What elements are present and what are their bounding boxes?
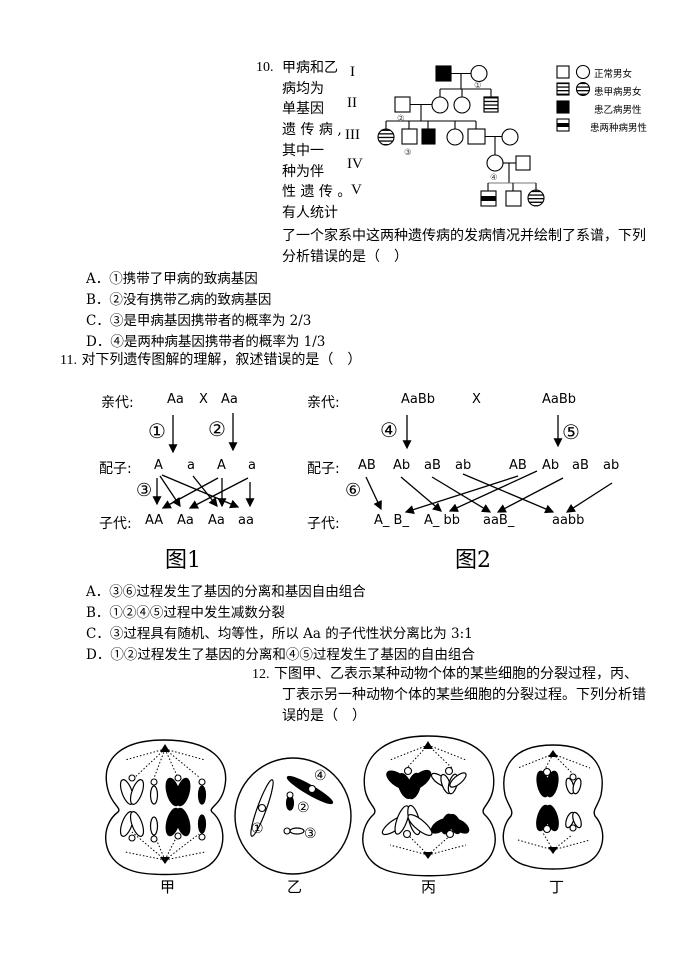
q12-stem-line-1: 12. 下图甲、乙表示某种动物个体的某些细胞的分裂过程，丙、	[252, 666, 638, 682]
fig1-gamete: A	[154, 458, 163, 473]
pedigree-legend	[556, 64, 591, 132]
svg-text:③: ③	[404, 148, 412, 158]
q10-option-a[interactable]: A．①携带了甲病的致病基因	[86, 271, 258, 287]
generation-label-5: V	[351, 182, 362, 198]
figure-2-caption: 图2	[455, 548, 491, 573]
fig1-gamete: a	[248, 458, 256, 473]
figure-1-caption: 图1	[165, 548, 201, 573]
q11-option-b[interactable]: B．①②④⑤过程中发生减数分裂	[86, 605, 285, 621]
fig1-offspring: Aa	[208, 513, 225, 528]
svg-text:②: ②	[297, 800, 310, 816]
svg-text:④: ④	[490, 173, 498, 183]
cell-label-ding: 丁	[549, 878, 565, 896]
svg-text:⑥: ⑥	[345, 480, 361, 501]
q10-number: 10.	[256, 60, 274, 75]
q11-stem: 11. 对下列遗传图解的理解，叙述错误的是（ ）	[60, 352, 362, 368]
q11-option-d[interactable]: D．①②过程发生了基因的分离和④⑤过程发生了基因的自由组合	[86, 647, 475, 663]
fig1-parent-2: Aa	[221, 392, 238, 407]
fig2-gamete: aB	[424, 458, 441, 473]
generation-label-3: III	[345, 127, 360, 143]
fig2-gamete: Ab	[393, 458, 411, 473]
svg-text:④: ④	[314, 768, 327, 784]
fig1-offspring-label: 子代:	[99, 516, 132, 532]
fig2-offspring-label: 子代:	[307, 516, 340, 532]
legend-disease-b-label: 患乙病男性	[594, 105, 642, 116]
fig2-offspring: A_ B_	[374, 513, 409, 528]
q10-stem-line: 病均为	[282, 80, 324, 97]
q10-stem-line: 甲病和乙	[282, 60, 338, 76]
q10-option-b[interactable]: B．②没有携带乙病的致病基因	[86, 292, 272, 308]
q10-option-d[interactable]: D．④是两种病基因携带者的概率为 1/3	[86, 334, 326, 350]
svg-text:①: ①	[251, 821, 264, 837]
q10-stem-continued: 分析错误的是（ ）	[282, 249, 408, 265]
fig1-parent-label: 亲代:	[101, 395, 134, 411]
fig2-gamete: Ab	[542, 458, 560, 473]
svg-text:②: ②	[397, 114, 405, 124]
q10-stem-continued: 了一个家系中这两种遗传病的发病情况并绘制了系谱，下列	[282, 228, 646, 244]
fig2-offspring: aaB_	[483, 513, 515, 528]
cell-label-bing: 丙	[421, 878, 437, 896]
svg-text:⑤: ⑤	[562, 420, 580, 444]
svg-text:③: ③	[136, 480, 152, 501]
fig2-gamete: aB	[572, 458, 589, 473]
fig1-offspring: Aa	[177, 513, 194, 528]
fig2-offspring: aabb	[552, 513, 585, 528]
q11-option-a[interactable]: A．③⑥过程发生了基因的分离和基因自由组合	[86, 584, 366, 600]
q10-option-c[interactable]: C．③是甲病基因携带者的概率为 2/3	[86, 313, 312, 329]
fig1-cross: X	[199, 392, 208, 407]
fig1-gamete: a	[187, 458, 195, 473]
cell-label-jia: 甲	[160, 878, 176, 896]
generation-label-2: II	[347, 95, 357, 111]
fig1-offspring: aa	[238, 513, 254, 528]
fig2-parent-2: AaBb	[542, 392, 577, 407]
svg-text:②: ②	[208, 417, 226, 441]
q10-stem-line: 有人统计	[282, 204, 338, 221]
q10-stem-line: 其中一	[282, 142, 324, 159]
q11-option-c[interactable]: C．③过程具有随机、均等性，所以 Aa 的子代性状分离比为 3:1	[86, 626, 473, 642]
fig2-parent-1: AaBb	[401, 392, 436, 407]
cell-label-yi: 乙	[287, 878, 303, 896]
fig2-offspring: A_ bb	[424, 513, 461, 528]
fig2-gamete: ab	[603, 458, 620, 473]
pedigree-chart: ① ② ③ ④	[377, 64, 591, 207]
fig1-offspring: AA	[145, 513, 164, 528]
q10-stem-line: 性 遗 传 。	[282, 184, 352, 201]
fig1-gamete-label: 配子:	[99, 461, 132, 477]
fig2-gamete: ab	[455, 458, 472, 473]
svg-text:①: ①	[148, 419, 166, 443]
q12-stem-line-3: 误的是（ ）	[282, 708, 366, 724]
fig1-gamete: A	[217, 458, 226, 473]
legend-normal-label: 正常男女	[594, 69, 633, 80]
svg-text:③: ③	[304, 826, 317, 842]
generation-label-1: I	[350, 64, 355, 80]
fig1-parent-1: Aa	[167, 392, 184, 407]
svg-text:④: ④	[380, 418, 398, 442]
generation-label-4: IV	[347, 156, 363, 172]
q10-stem-line: 单基因	[282, 101, 324, 118]
q10-stem-line: 种为伴	[282, 163, 324, 180]
fig2-gamete: AB	[509, 458, 527, 473]
q10-stem-line: 遗 传 病 ,	[282, 122, 342, 139]
fig2-gamete-label: 配子:	[307, 461, 340, 477]
fig2-gamete: AB	[358, 458, 376, 473]
fig2-cross: X	[472, 392, 481, 407]
legend-disease-a-label: 患甲病男女	[594, 87, 642, 98]
fig2-parent-label: 亲代:	[307, 395, 340, 411]
legend-both-label: 患两种病男性	[590, 123, 648, 134]
q12-stem-line-2: 丁表示另一种动物个体的某些细胞的分裂过程。下列分析错	[282, 687, 646, 703]
mark-1: ①	[474, 81, 482, 91]
q10-stem: 10. 甲病和乙 病均为 单基因 遗 传 病 , 其中一 种为伴 性 遗 传 。…	[256, 58, 351, 224]
